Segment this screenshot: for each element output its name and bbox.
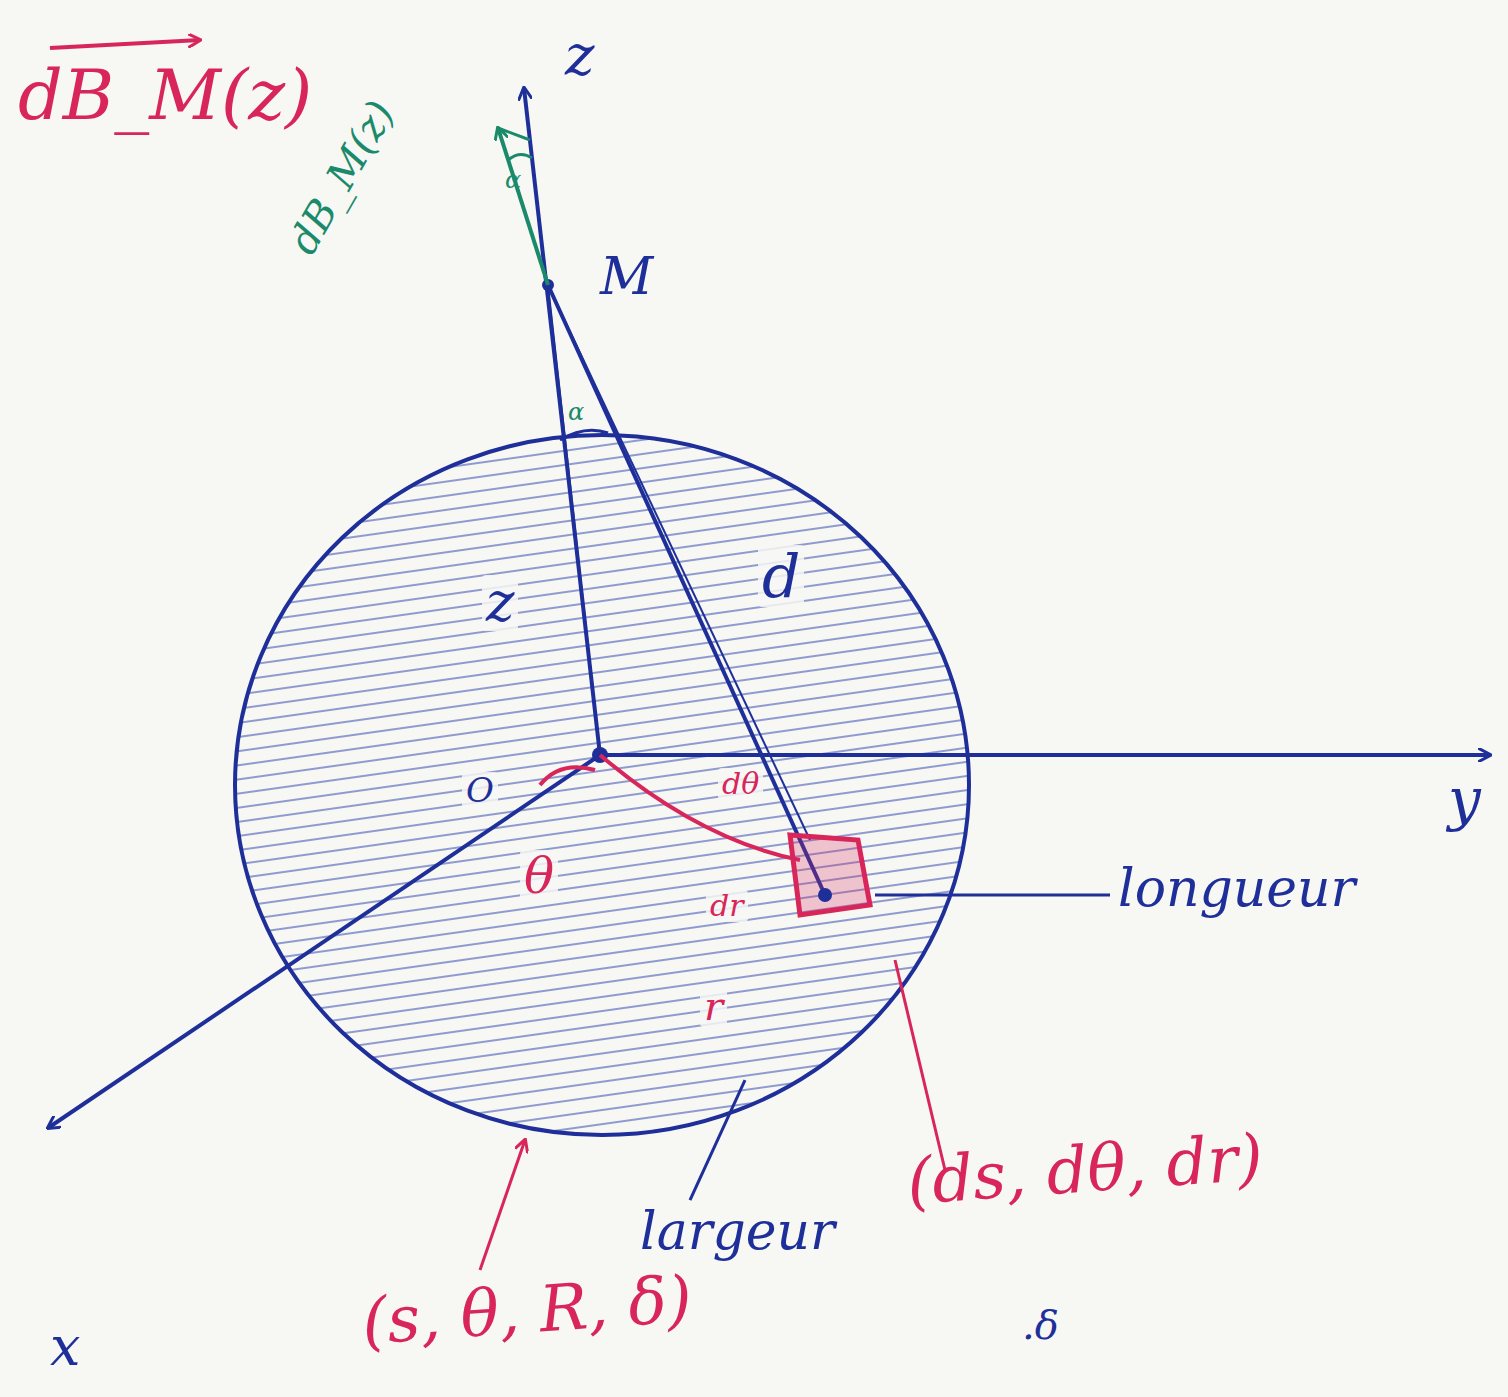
angle-label: α: [568, 400, 584, 424]
angle-label: α: [505, 168, 521, 192]
origin-label: O: [462, 772, 498, 808]
axis-label: x: [50, 1320, 80, 1374]
field-component-vector: [498, 128, 548, 285]
leader-line: [875, 894, 1110, 897]
element-label: dr: [706, 890, 748, 922]
distance-label: z: [482, 575, 518, 631]
surface-element: [790, 835, 870, 915]
radius-arc: [600, 755, 800, 860]
distance-line: [548, 285, 825, 895]
disk: [235, 435, 969, 1135]
point-label: M: [600, 250, 653, 302]
axis-label: z: [565, 28, 595, 84]
radius-label: r: [700, 985, 727, 1027]
field-vector-label: dB_M(z): [18, 60, 312, 130]
distance-line: [548, 285, 810, 840]
leader-line: [690, 1080, 745, 1200]
axis-label: y: [1448, 770, 1481, 828]
note-label: .δ: [1022, 1305, 1059, 1345]
dimension-label: largeur: [640, 1205, 835, 1257]
angle-label: θ: [520, 850, 558, 902]
dimension-label: longueur: [1118, 862, 1355, 914]
distance-label: d: [758, 545, 804, 607]
angle-label: dθ: [718, 768, 763, 800]
x-axis: [48, 755, 600, 1128]
element-coordinates: (ds, dθ, dr): [905, 1125, 1265, 1214]
z-axis: [524, 88, 600, 755]
y-axis: [600, 753, 1490, 757]
point-coordinates: (s, θ, R, δ): [360, 1267, 694, 1354]
